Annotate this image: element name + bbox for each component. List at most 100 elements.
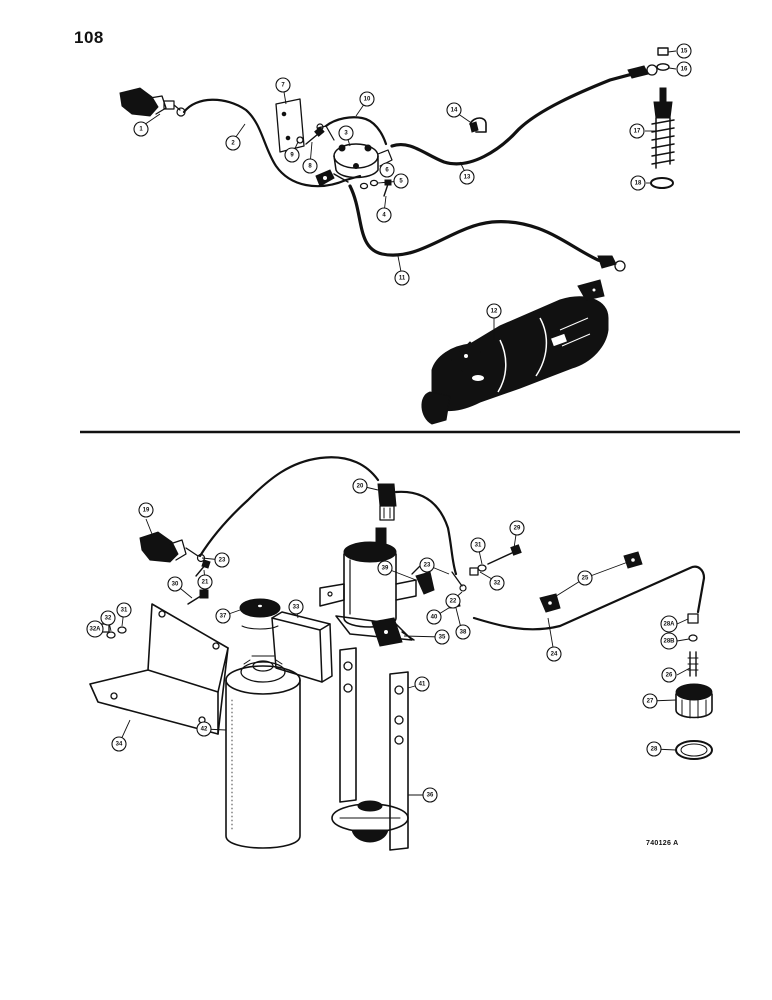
cable-end-13 (627, 64, 658, 79)
filter-canister-part-42 (225, 655, 301, 849)
callout-28: 28 (646, 741, 662, 757)
switch-part-1 (119, 87, 186, 117)
page-number: 108 (74, 28, 104, 47)
gasket-part-28 (675, 740, 713, 760)
mounting-plate-part-7 (275, 98, 305, 153)
bracket-part-34 (89, 603, 229, 735)
callout-16: 16 (676, 61, 692, 77)
clamp-part-35 (371, 617, 415, 647)
callout-17: 17 (629, 123, 645, 139)
callout-number: 23 (219, 557, 226, 563)
callout-19: 19 (138, 502, 154, 518)
spacer-part-33 (271, 611, 333, 683)
callout-number: 3 (344, 130, 348, 136)
callout-3: 3 (338, 125, 354, 141)
callout-number: 11 (399, 275, 406, 281)
callout-23: 23 (419, 557, 435, 573)
horn-part-39 (331, 800, 409, 843)
callout-number: 28A (663, 621, 675, 627)
callout-number: 36 (427, 792, 434, 798)
callout-27: 27 (642, 693, 658, 709)
screw-part-21 (195, 559, 211, 577)
callout-number: 27 (647, 698, 654, 704)
callout-number: 34 (116, 741, 123, 747)
callout-number: 35 (439, 634, 446, 640)
figure-code: 740126 A (646, 840, 679, 847)
callout-number: 6 (385, 167, 389, 173)
callout-14: 14 (446, 102, 462, 118)
callout-24: 24 (546, 646, 562, 662)
callout-number: 26 (666, 672, 673, 678)
callout-number: 12 (491, 308, 498, 314)
callout-11: 11 (394, 270, 410, 286)
callout-number: 32 (494, 580, 501, 586)
callout-number: 9 (290, 152, 294, 158)
callout-number: 16 (681, 66, 688, 72)
callout-number: 13 (464, 174, 471, 180)
callout-42: 42 (196, 721, 212, 737)
wire-part-20 (198, 456, 380, 558)
callout-39: 39 (377, 560, 393, 576)
callout-number: 41 (419, 681, 426, 687)
callout-number: 24 (551, 651, 558, 657)
callout-34: 34 (111, 736, 127, 752)
callout-number: 15 (681, 48, 688, 54)
callout-number: 42 (201, 726, 208, 732)
clip-part-25 (539, 551, 643, 613)
callout-number: 22 (450, 598, 457, 604)
callout-number: 31 (121, 607, 128, 613)
callout-32: 32 (489, 575, 505, 591)
callout-number: 7 (281, 82, 285, 88)
callout-number: 32A (89, 626, 101, 632)
callout-41: 41 (414, 676, 430, 692)
wire-part-2 (182, 98, 362, 188)
callout-13: 13 (459, 169, 475, 185)
callout-25: 25 (577, 570, 593, 586)
washer-part-9 (296, 136, 304, 144)
callout-26: 26 (661, 667, 677, 683)
fitting-part-26 (687, 651, 699, 677)
callout-18: 18 (630, 175, 646, 191)
callout-number: 29 (514, 525, 521, 531)
callout-number: 32 (105, 615, 112, 621)
tube-part-24 (472, 565, 706, 631)
callout-number: 30 (172, 581, 179, 587)
callout-number: 8 (308, 163, 312, 169)
connector-part-20 (377, 483, 397, 521)
cable-end-terminal-11 (597, 255, 626, 272)
callout-number: 10 (364, 96, 371, 102)
callout-number: 38 (460, 629, 467, 635)
callout-6: 6 (379, 162, 395, 178)
callout-number: 40 (431, 614, 438, 620)
sender-part-17 (651, 87, 675, 169)
callout-10: 10 (359, 91, 375, 107)
gasket-part-18 (650, 177, 674, 189)
callout-number: 39 (382, 565, 389, 571)
callout-29: 29 (509, 520, 525, 536)
switch-part-19 (139, 531, 206, 563)
nut-part-15 (657, 47, 669, 56)
callout-15: 15 (676, 43, 692, 59)
callout-labels: 1234567891011121314151617181920212223232… (86, 43, 692, 803)
strap-part-41 (339, 647, 409, 851)
callout-8: 8 (302, 158, 318, 174)
elbow-part-38 (411, 565, 435, 595)
callout-37: 37 (215, 608, 231, 624)
callout-number: 28 (651, 746, 658, 752)
callout-12: 12 (486, 303, 502, 319)
solenoid-part-3 (316, 123, 393, 179)
leader-lines (94, 50, 691, 796)
terminal-part-22 (451, 571, 467, 592)
washer-part-16 (656, 63, 670, 71)
callout-30: 30 (167, 576, 183, 592)
callout-28a: 28A (660, 615, 678, 633)
callout-36: 36 (422, 787, 438, 803)
callout-number: 18 (635, 180, 642, 186)
callout-number: 33 (293, 604, 300, 610)
callout-32: 32 (100, 610, 116, 626)
callout-1: 1 (133, 121, 149, 137)
callout-40: 40 (426, 609, 442, 625)
callout-33: 33 (288, 599, 304, 615)
washer-part-31-right (477, 564, 487, 572)
